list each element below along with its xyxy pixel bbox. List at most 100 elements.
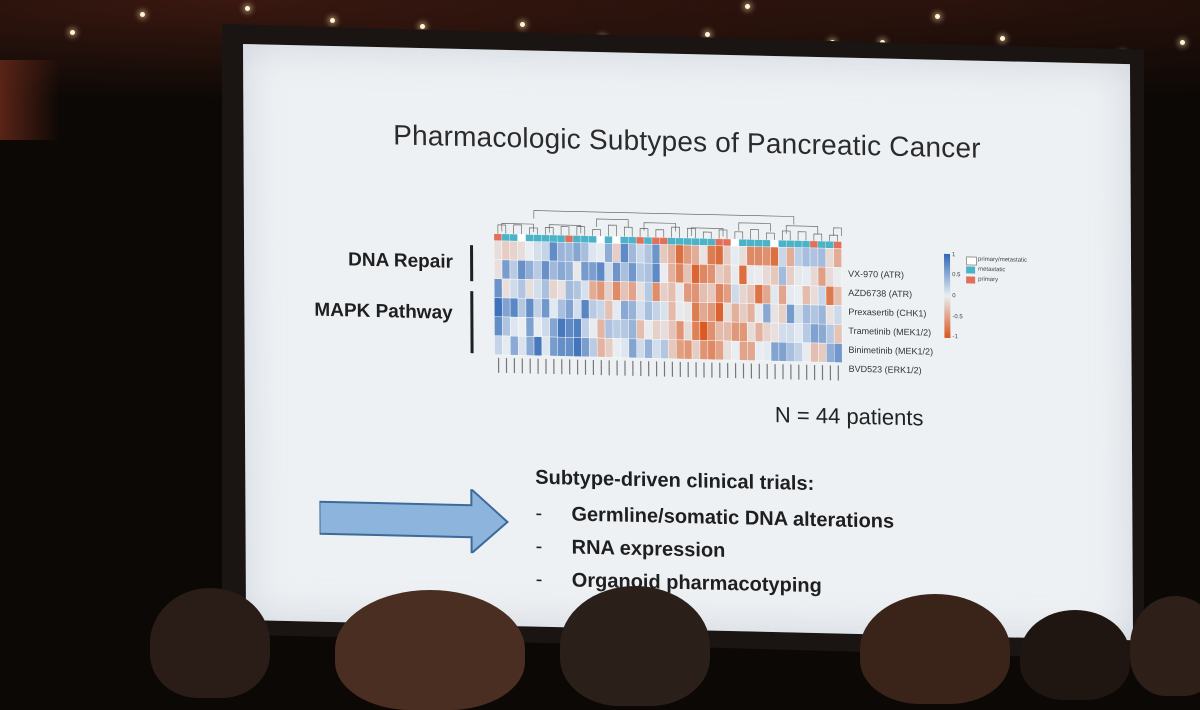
heatmap-cell xyxy=(770,247,778,266)
trials-heading: Subtype-driven clinical trials: xyxy=(535,467,814,496)
heatmap-cell xyxy=(660,282,668,301)
heatmap-cell xyxy=(723,284,731,303)
heatmap-cell xyxy=(565,318,573,337)
heatmap-cell xyxy=(834,324,842,343)
sample-annotation-cell xyxy=(502,234,510,241)
heatmap-cell xyxy=(802,267,810,286)
heatmap-cell xyxy=(629,320,637,339)
sample-annotation-cell xyxy=(565,235,573,242)
heatmap-cell xyxy=(834,248,842,267)
heatmap-cell xyxy=(652,282,660,301)
trial-text: RNA expression xyxy=(572,536,726,561)
bullet-dash: - xyxy=(536,536,572,560)
heatmap-cell xyxy=(542,337,550,356)
sample-annotation-cell xyxy=(786,240,794,247)
heatmap-cell xyxy=(779,323,787,342)
heatmap-cell xyxy=(494,336,502,355)
heatmap-cell xyxy=(668,264,676,283)
sample-annotation-cell xyxy=(699,238,707,245)
heatmap-cell xyxy=(534,261,542,280)
heatmap-cell xyxy=(691,245,699,264)
dendrogram-branch xyxy=(597,219,629,228)
stage-light-glow xyxy=(0,60,60,140)
heatmap-cell xyxy=(739,265,747,284)
heatmap-cell xyxy=(786,247,794,266)
heatmap-cell xyxy=(510,241,518,260)
heatmap-cell xyxy=(771,285,779,304)
heatmap-cell xyxy=(778,266,786,285)
heatmap-cell xyxy=(558,318,566,337)
dendrogram-branch xyxy=(834,228,842,236)
heatmap-cell xyxy=(565,242,573,261)
heatmap-cell xyxy=(660,320,668,339)
sample-annotation-cell xyxy=(818,241,826,248)
heatmap-cell xyxy=(612,243,620,262)
heatmap-cell xyxy=(533,242,541,261)
heatmap-cell xyxy=(581,281,589,300)
heatmap-cell xyxy=(581,300,589,319)
heatmap-cell xyxy=(786,266,794,285)
sample-annotation-cell xyxy=(652,237,660,244)
heatmap-cell xyxy=(597,338,605,357)
heatmap-cell xyxy=(550,337,558,356)
heatmap-cell xyxy=(597,300,605,319)
heatmap-cell xyxy=(534,318,542,337)
right-arrow-icon xyxy=(319,486,509,554)
heatmap-cell xyxy=(502,336,510,355)
heatmap-cell xyxy=(597,262,605,281)
heatmap-cell xyxy=(692,321,700,340)
heatmap-cell xyxy=(589,262,597,281)
heatmap-cell xyxy=(557,242,565,261)
sample-annotation-cell xyxy=(778,240,786,247)
sample-annotation-cell xyxy=(612,236,620,243)
heatmap-cell xyxy=(526,279,534,298)
heatmap-cell xyxy=(794,305,802,324)
legend-swatch-metastatic xyxy=(966,266,975,273)
heatmap-cell xyxy=(534,337,542,356)
dendrogram-branch xyxy=(656,230,664,238)
heatmap-cell xyxy=(526,317,534,336)
heatmap-cell xyxy=(605,243,613,262)
heatmap-cell xyxy=(700,302,708,321)
sample-annotation-cell xyxy=(549,235,557,242)
dendrogram-branch xyxy=(644,223,676,232)
heatmap-cell xyxy=(794,286,802,305)
heatmap-cell xyxy=(676,321,684,340)
sample-annotation-cell xyxy=(605,236,613,243)
drug-label-binimetinib: Binimetinib (MEK1/2) xyxy=(848,345,933,357)
dendrogram-branch xyxy=(549,225,581,234)
heatmap-cell xyxy=(652,244,660,263)
heatmap-cell xyxy=(557,299,565,318)
heatmap-cell xyxy=(676,245,684,264)
heatmap-color-scale xyxy=(944,254,950,338)
audience-head xyxy=(150,588,270,698)
sample-annotation-cell xyxy=(763,240,771,247)
drug-response-heatmap xyxy=(490,202,851,386)
heatmap-cell xyxy=(494,298,502,317)
audience-head xyxy=(1020,610,1130,700)
heatmap-cell xyxy=(581,243,589,262)
dendrogram-branch xyxy=(830,235,838,241)
heatmap-cell xyxy=(755,323,763,342)
heatmap-cell xyxy=(700,321,708,340)
sample-annotation-cell xyxy=(573,235,581,242)
light-bulb xyxy=(140,12,145,17)
trial-list-item: -Germline/somatic DNA alterations xyxy=(535,503,894,534)
heatmap-cell xyxy=(834,305,842,324)
heatmap-cell xyxy=(771,266,779,285)
scale-tick: 0.5 xyxy=(952,272,960,278)
heatmap-cell xyxy=(613,300,621,319)
heatmap-cell xyxy=(810,248,818,267)
heatmap-cell xyxy=(810,305,818,324)
dendrogram-branch xyxy=(766,233,774,240)
heatmap-cell xyxy=(708,303,716,322)
heatmap-cell xyxy=(779,304,787,323)
heatmap-cell xyxy=(542,299,550,318)
heatmap-cell xyxy=(629,301,637,320)
light-bulb xyxy=(1180,40,1185,45)
heatmap-cell xyxy=(795,343,803,362)
dendrogram-branch xyxy=(608,225,616,236)
light-bulb xyxy=(935,14,940,19)
trial-text: Germline/somatic DNA alterations xyxy=(571,503,894,532)
heatmap-cell xyxy=(557,280,565,299)
